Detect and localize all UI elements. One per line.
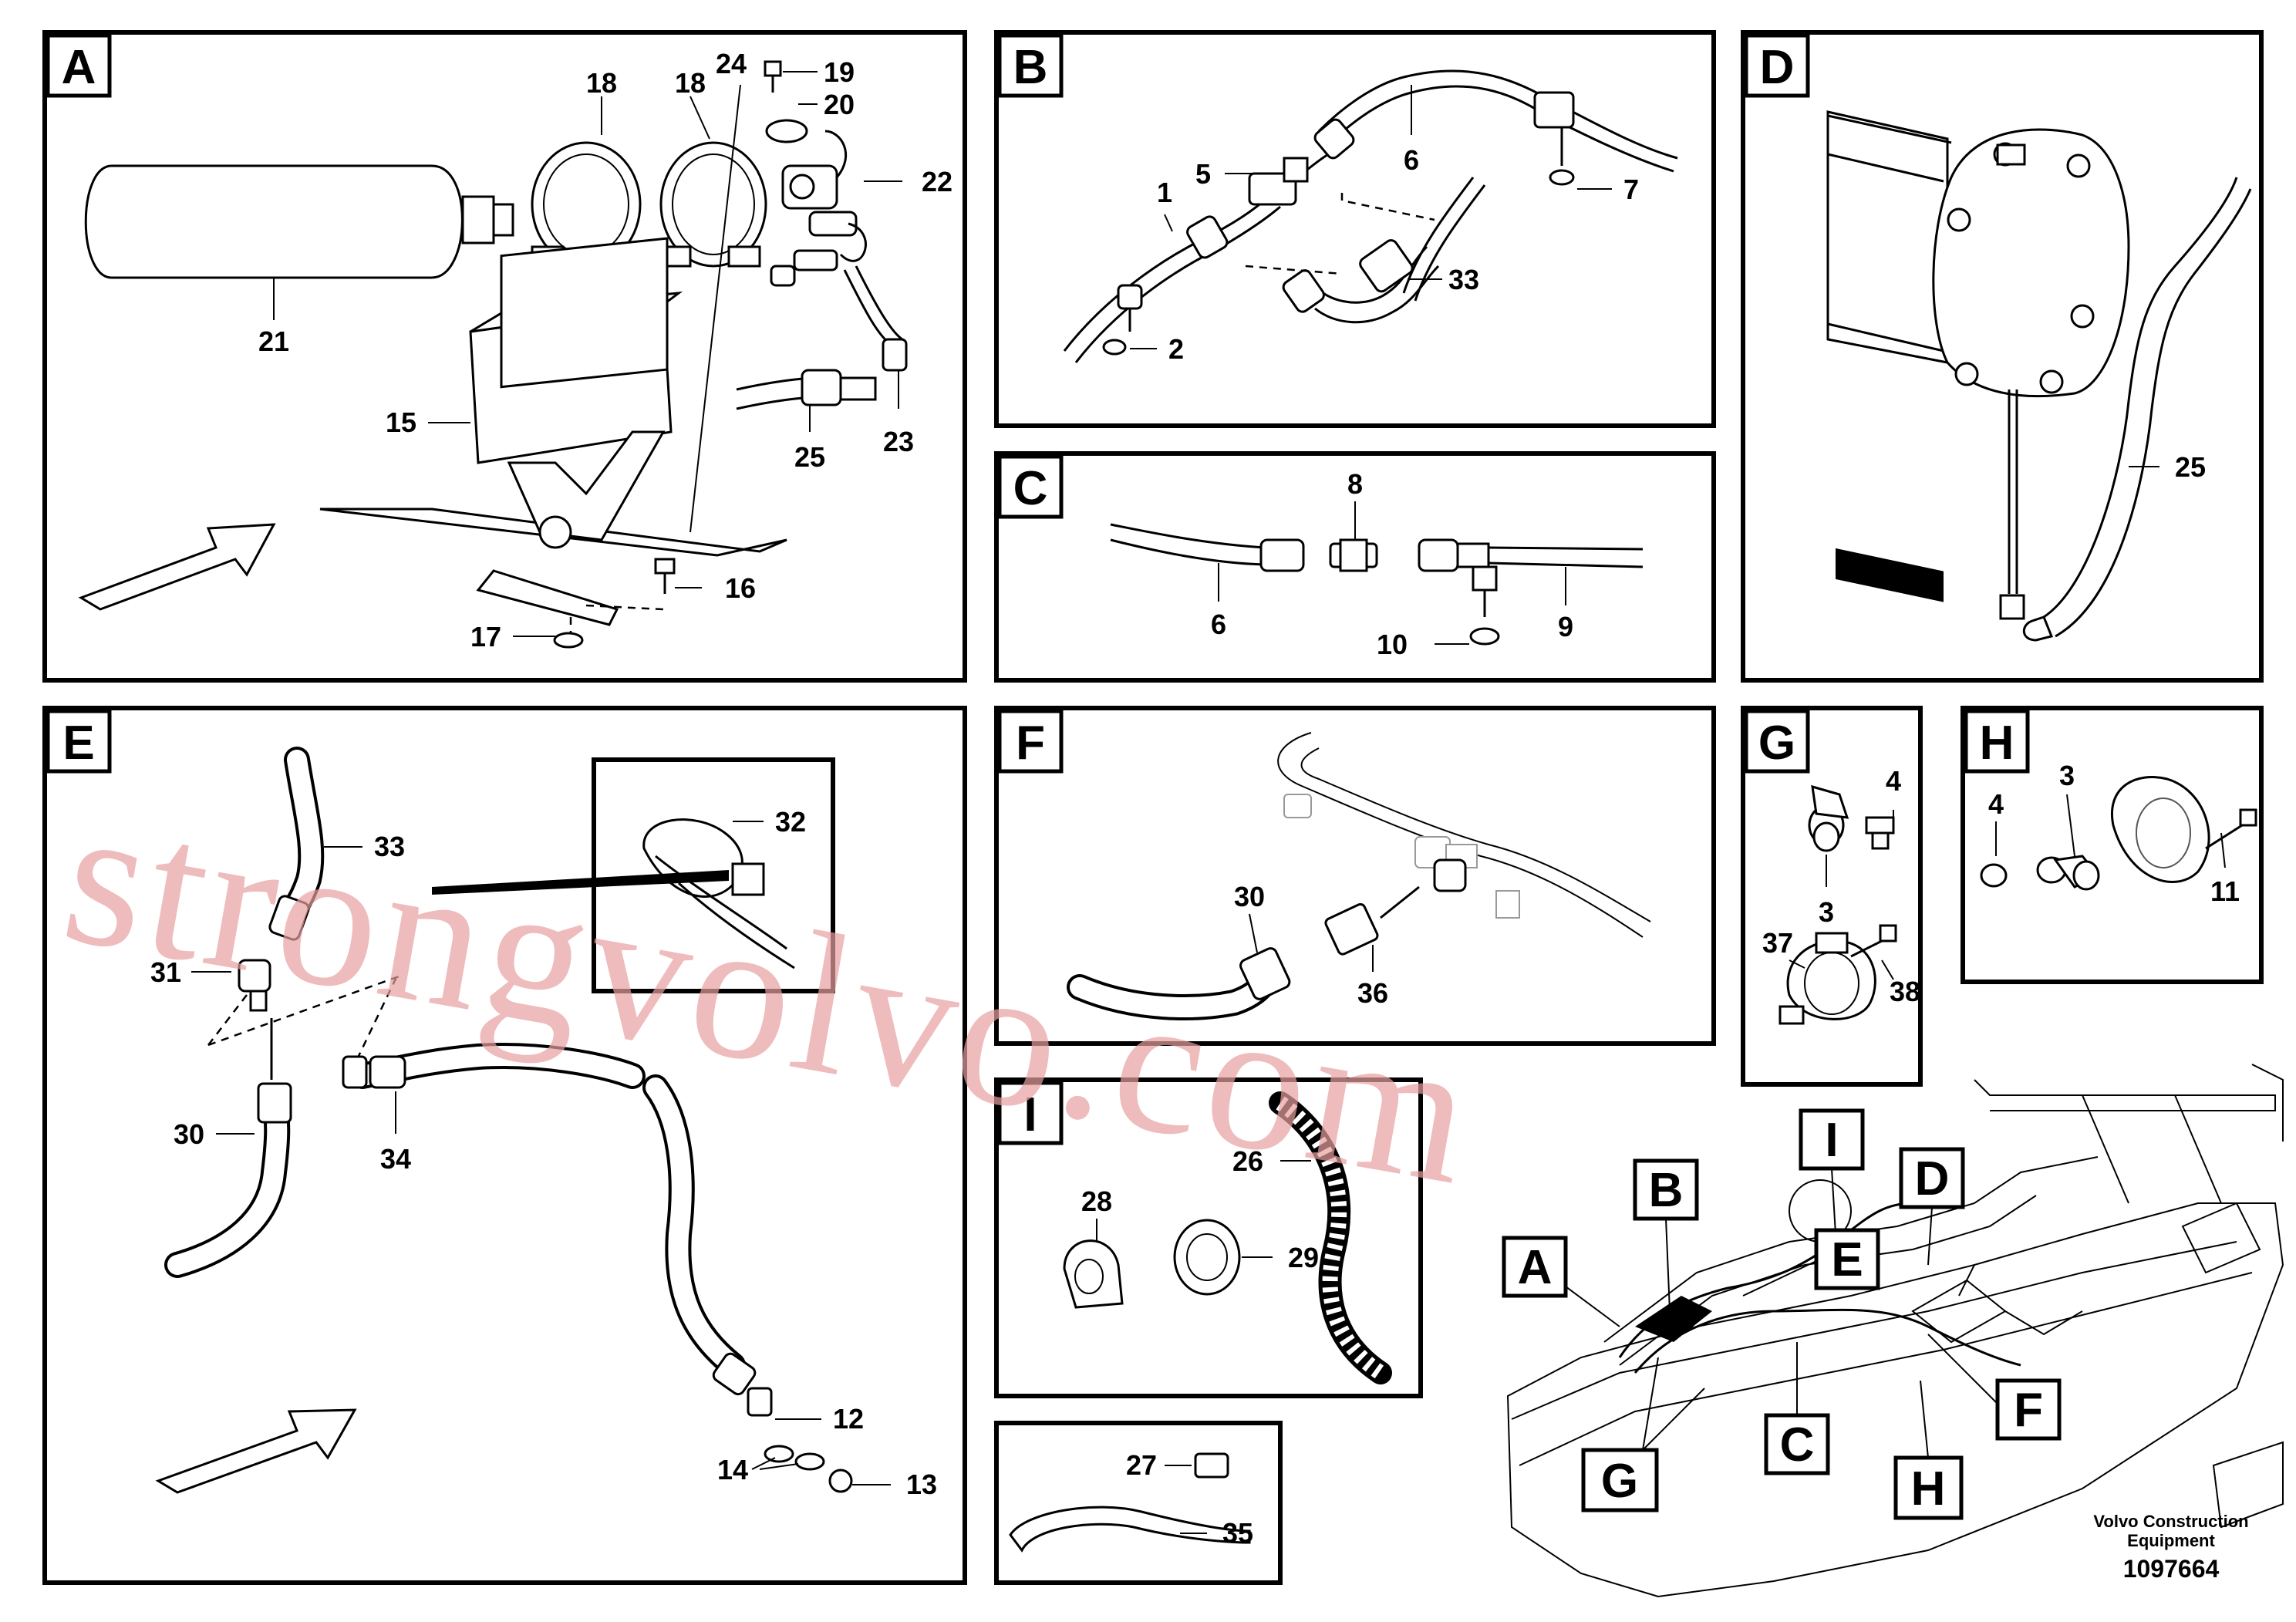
label-e-13: 13: [906, 1469, 937, 1500]
callout-d: D: [1915, 1152, 1950, 1206]
machine-overview: A B I D E C F G H Volvo Construction Equ…: [1502, 1064, 2284, 1598]
label-misc-35: 35: [1222, 1517, 1253, 1549]
label-e-14: 14: [717, 1454, 748, 1485]
panel-e-letter: E: [62, 717, 94, 770]
callout-h: H: [1911, 1462, 1946, 1516]
label-i-28: 28: [1081, 1185, 1112, 1217]
label-f-36: 36: [1357, 977, 1388, 1009]
label-b-33: 33: [1448, 264, 1479, 295]
panel-d: D 25: [1741, 30, 2264, 683]
label-c-6: 6: [1211, 609, 1226, 640]
label-c-8: 8: [1347, 468, 1363, 500]
label-b-1: 1: [1157, 177, 1172, 208]
label-a-20: 20: [824, 89, 855, 120]
panel-e: E 32 33: [42, 706, 967, 1585]
label-a-19: 19: [824, 56, 855, 88]
callout-c: C: [1780, 1418, 1815, 1472]
label-e-32: 32: [775, 806, 806, 838]
label-e-33: 33: [374, 831, 405, 862]
panel-c: C 8 6 9 10: [994, 451, 1716, 683]
label-b-6: 6: [1404, 144, 1419, 176]
label-i-26: 26: [1232, 1145, 1263, 1177]
label-a-21: 21: [258, 325, 289, 357]
panel-a-letter: A: [62, 41, 96, 94]
label-h-3: 3: [2059, 760, 2075, 791]
label-g-38: 38: [1890, 976, 1920, 1007]
panel-misc: 27 35: [994, 1421, 1283, 1585]
label-e-31: 31: [150, 956, 181, 988]
label-e-34: 34: [380, 1143, 411, 1175]
callout-e: E: [1831, 1233, 1863, 1286]
panel-f-letter: F: [1016, 717, 1045, 770]
panel-g-letter: G: [1758, 717, 1795, 770]
publisher-line2: Equipment: [2127, 1531, 2215, 1550]
panel-f: F 30 36: [994, 706, 1716, 1046]
label-g-37: 37: [1762, 927, 1793, 959]
panel-i-letter: I: [1023, 1088, 1037, 1141]
panel-b: B 1 5 6 7 33 2: [994, 30, 1716, 428]
label-b-5: 5: [1195, 158, 1211, 190]
callout-f: F: [2014, 1384, 2043, 1437]
label-d-25: 25: [2175, 451, 2206, 483]
label-a-25: 25: [794, 441, 825, 473]
label-a-16: 16: [725, 572, 756, 604]
document-number: 1097664: [2123, 1555, 2220, 1583]
label-h-4: 4: [1988, 788, 2004, 820]
label-a-24: 24: [716, 48, 747, 79]
label-f-30: 30: [1234, 881, 1265, 912]
label-h-11: 11: [2210, 875, 2240, 907]
label-a-17: 17: [470, 621, 501, 653]
label-misc-27: 27: [1126, 1449, 1157, 1481]
panel-h-letter: H: [1980, 717, 2014, 770]
label-c-9: 9: [1558, 611, 1573, 642]
label-i-29: 29: [1288, 1242, 1319, 1273]
publisher-line1: Volvo Construction: [2093, 1512, 2248, 1531]
label-a-18a: 18: [586, 67, 617, 99]
panel-d-letter: D: [1760, 41, 1795, 94]
label-c-10: 10: [1377, 629, 1408, 660]
panel-b-letter: B: [1013, 41, 1048, 94]
callout-i: I: [1825, 1114, 1838, 1167]
label-a-15: 15: [386, 406, 416, 438]
label-g-3: 3: [1819, 896, 1834, 928]
callout-g: G: [1601, 1455, 1638, 1508]
callout-b: B: [1649, 1164, 1684, 1217]
label-b-2: 2: [1168, 333, 1184, 365]
panel-h: H 3 4 11: [1961, 706, 2264, 984]
label-e-30: 30: [174, 1118, 204, 1150]
label-b-7: 7: [1623, 174, 1639, 205]
label-a-22: 22: [922, 166, 952, 197]
label-a-23: 23: [883, 426, 914, 457]
panel-a: A: [42, 30, 967, 683]
label-g-4: 4: [1886, 765, 1901, 797]
panel-i: I 26 28 29: [994, 1077, 1423, 1398]
label-a-18b: 18: [675, 67, 706, 99]
callout-a: A: [1518, 1241, 1553, 1294]
label-e-12: 12: [833, 1403, 864, 1435]
panel-c-letter: C: [1013, 462, 1048, 515]
panel-g: G 4 3 37 38: [1741, 706, 1923, 1087]
